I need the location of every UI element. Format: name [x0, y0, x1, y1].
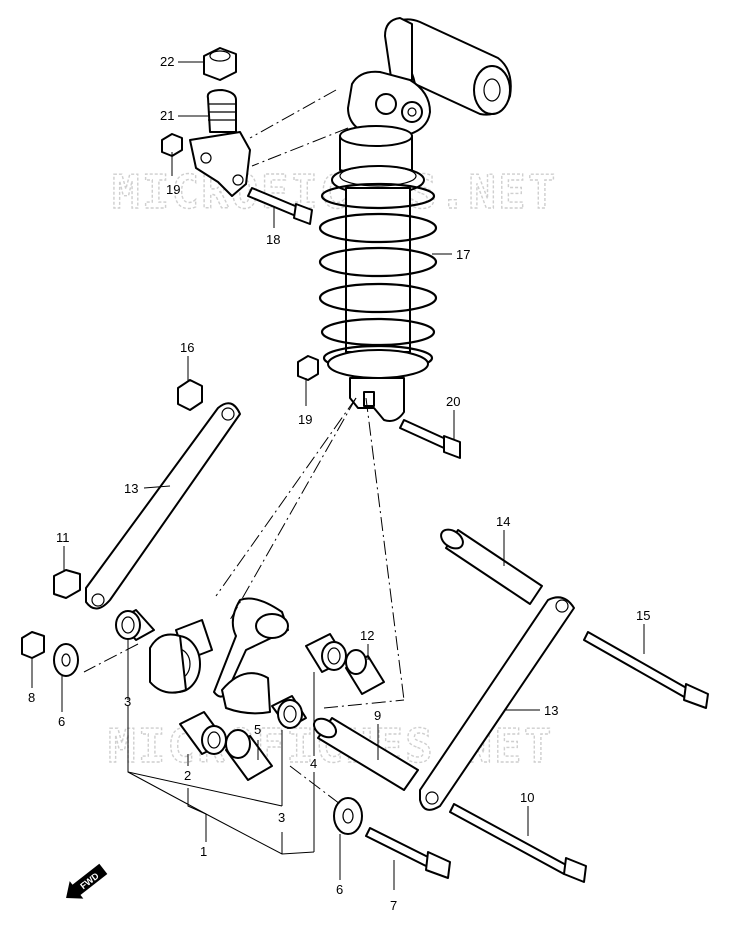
callout-15: 15 — [636, 608, 650, 623]
washer-6-left — [53, 643, 79, 677]
callout-9: 9 — [374, 708, 381, 723]
callout-8: 8 — [28, 690, 35, 705]
callout-20: 20 — [446, 394, 460, 409]
forward-direction-arrow-icon: FWD — [66, 863, 108, 899]
callout-10: 10 — [520, 790, 534, 805]
callout-4: 4 — [310, 756, 317, 771]
callout-6-bottom: 6 — [336, 882, 343, 897]
callout-17: 17 — [456, 247, 470, 262]
cushion-lever — [149, 597, 289, 715]
spacer-5 — [225, 729, 273, 781]
bolt-10 — [449, 803, 587, 883]
bolt-20 — [399, 419, 461, 459]
washer-6-bottom — [333, 797, 363, 835]
callout-13-right: 13 — [544, 703, 558, 718]
callout-12: 12 — [360, 628, 374, 643]
pipe-14 — [440, 528, 543, 605]
callout-2: 2 — [184, 768, 191, 783]
nut-19-top — [161, 133, 183, 157]
callout-22: 22 — [160, 54, 174, 69]
nut-19-lower — [297, 355, 319, 381]
bolt-15 — [583, 631, 709, 709]
callout-19-top: 19 — [166, 182, 180, 197]
watermark-top: MICROFICHES.NET — [112, 165, 557, 219]
bearing-3-lower — [271, 695, 307, 729]
callout-1: 1 — [200, 844, 207, 859]
bearing-4 — [305, 633, 347, 673]
bearing-3-upper — [115, 609, 155, 641]
nut-11 — [53, 569, 81, 599]
nut-16 — [177, 379, 203, 411]
callout-19-lower: 19 — [298, 412, 312, 427]
callout-11: 11 — [56, 530, 70, 545]
callout-13-left: 13 — [124, 481, 138, 496]
callout-labels: 22 21 19 18 17 16 19 20 13 11 14 15 12 8… — [28, 54, 650, 913]
callout-7: 7 — [390, 898, 397, 913]
callout-6-left: 6 — [58, 714, 65, 729]
shock-absorber — [318, 17, 512, 422]
bolt-18 — [247, 187, 313, 225]
spacer-12 — [345, 649, 385, 695]
pipe-9 — [312, 717, 419, 791]
callout-3-upper: 3 — [124, 694, 131, 709]
callout-21: 21 — [160, 108, 174, 123]
callout-16: 16 — [180, 340, 194, 355]
callout-18: 18 — [266, 232, 280, 247]
callout-14: 14 — [496, 514, 510, 529]
cap-nut — [203, 47, 237, 81]
bolt-7 — [365, 827, 451, 879]
callout-5: 5 — [254, 722, 261, 737]
nut-8 — [21, 631, 45, 659]
tie-rod-13-left — [85, 402, 241, 610]
top-bracket — [189, 89, 251, 197]
tie-rod-13-right — [419, 596, 575, 811]
leader-lines — [31, 61, 645, 890]
callout-3-lower: 3 — [278, 810, 285, 825]
reference-lines — [83, 89, 405, 805]
